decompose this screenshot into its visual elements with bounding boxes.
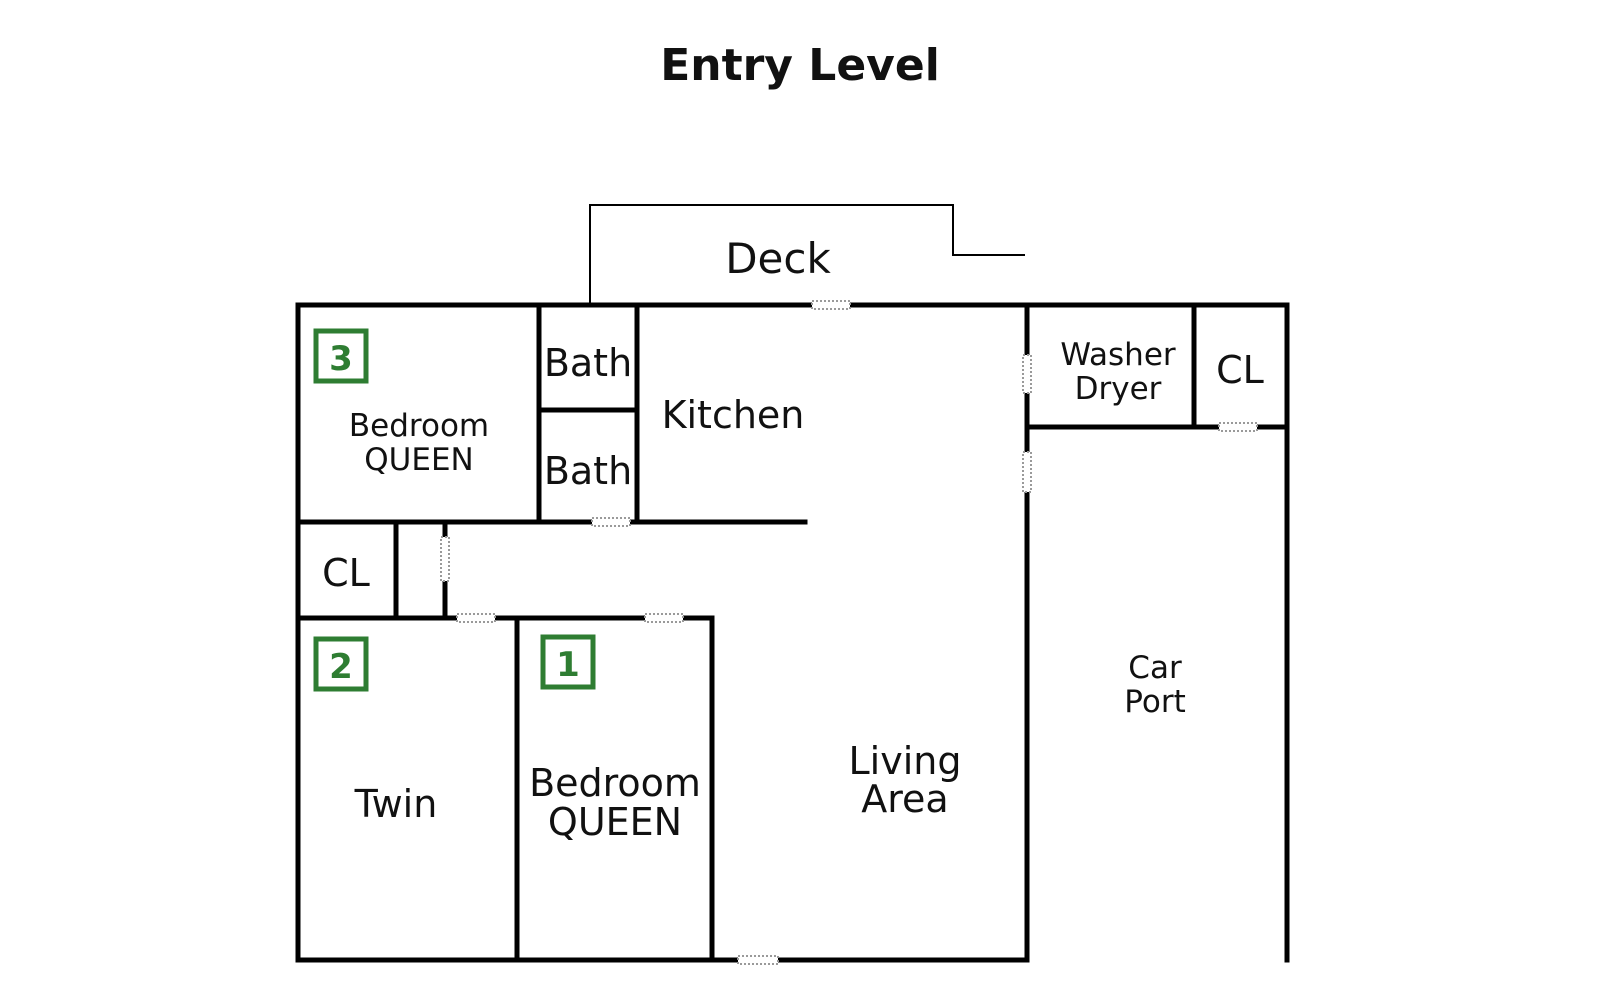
carport-label-line2: Port [1124,684,1185,720]
bedroom3-badge-number: 3 [329,339,353,379]
door-openings [440,300,1258,965]
closet-left-label: CL [322,551,370,595]
bedroom2-badge: 2 [313,636,369,692]
carport-label-line1: Car [1128,650,1182,686]
bedroom3-label-line2: QUEEN [364,442,473,478]
bath-upper-label: Bath [544,341,632,385]
living-area-label-line1: Living [849,739,962,783]
bedroom3-badge: 3 [313,328,369,384]
bedroom2-badge-number: 2 [329,647,353,687]
floor-title: Entry Level [660,40,940,91]
door-closet-right [1218,422,1258,432]
living-area-label-line2: Area [861,777,948,821]
bedroom1-label-line1: Bedroom [529,761,701,805]
bedroom1-label-line2: QUEEN [548,800,682,844]
door-twin [456,613,496,623]
door-deck [811,300,851,310]
door-bedroom1 [644,613,684,623]
dryer-label: Dryer [1075,371,1162,407]
twin-label: Twin [354,782,438,826]
door-front [737,955,779,965]
bedroom1-badge-number: 1 [556,645,580,685]
bedroom3-label-line1: Bedroom [349,408,489,444]
washer-label: Washer [1060,337,1176,373]
closet-right-label: CL [1216,348,1264,392]
door-bath [591,517,631,527]
bedroom1-badge: 1 [540,634,596,690]
bath-lower-label: Bath [544,449,632,493]
kitchen-label: Kitchen [662,393,805,437]
door-hall-closet [440,536,450,582]
deck-label: Deck [725,234,831,283]
door-carport [1022,451,1032,493]
deck-outline [589,204,1025,303]
walls [295,302,1290,963]
door-laundry [1022,354,1032,394]
